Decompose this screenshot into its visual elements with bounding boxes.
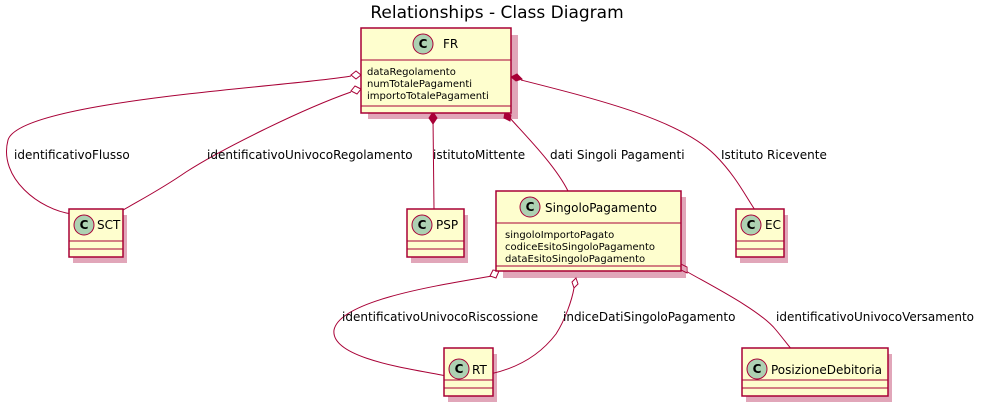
class-stereotype-letter: C: [455, 362, 464, 376]
class-stereotype-letter: C: [418, 218, 427, 232]
attribute-data-regolamento: dataRegolamento: [367, 67, 456, 78]
composition-diamond-icon: [503, 111, 512, 122]
class-circle-icon: [411, 214, 433, 236]
class-name-fr: FR: [443, 37, 458, 51]
edge-label-istituto-ricevente: Istituto Ricevente: [721, 148, 827, 162]
class-stereotype-letter: C: [419, 37, 428, 51]
edge-singolo-rt-indice: [489, 287, 575, 375]
edge-fr-ec: [520, 79, 756, 211]
edge-fr-singolo: [508, 116, 569, 192]
edge-label-identificativo-univoco-versamento: identificativoUnivocoVersamento: [776, 310, 974, 324]
class-rt: C RT: [443, 347, 497, 402]
class-stereotype-letter: C: [747, 218, 756, 232]
class-circle-icon: [73, 214, 95, 236]
attribute-data-esito-singolo-pagamento: dataEsitoSingoloPagamento: [505, 254, 645, 265]
edge-label-istituto-mittente: istitutoMittente: [433, 148, 525, 162]
attribute-importo-totale-pagamenti: importoTotalePagamenti: [367, 91, 489, 102]
class-name-psp: PSP: [436, 218, 458, 232]
class-singolo-pagamento: C SingoloPagamento singoloImportoPagato …: [495, 190, 686, 278]
attribute-codice-esito-singolo-pagamento: codiceEsitoSingoloPagamento: [505, 242, 655, 253]
class-psp: C PSP: [406, 208, 468, 263]
attribute-num-totale-pagamenti: numTotalePagamenti: [367, 79, 472, 90]
edge-label-identificativo-flusso: identificativoFlusso: [14, 148, 130, 162]
class-name-posizione-debitoria: PosizioneDebitoria: [771, 363, 882, 377]
class-circle-icon: [448, 358, 470, 380]
class-stereotype-letter: C: [753, 362, 762, 376]
class-name-sct: SCT: [97, 218, 121, 232]
aggregation-diamond-icon: [350, 85, 362, 95]
class-name-ec: EC: [765, 218, 781, 232]
class-circle-icon: [740, 214, 762, 236]
class-circle-icon: [519, 196, 541, 218]
edge-label-identificativo-univoco-regolamento: identificativoUnivocoRegolamento: [207, 148, 413, 162]
edge-fr-psp: [432, 117, 435, 210]
aggregation-diamond-icon: [350, 70, 362, 80]
edge-label-identificativo-univoco-riscossione: identificativoUnivocoRiscossione: [342, 310, 538, 324]
diagram-title: Relationships - Class Diagram: [370, 3, 623, 23]
attribute-singolo-importo-pagato: singoloImportoPagato: [505, 230, 614, 241]
edge-label-dati-singoli-pagamenti: dati Singoli Pagamenti: [550, 148, 685, 162]
class-circle-icon: [746, 358, 768, 380]
class-circle-icon: [412, 33, 434, 55]
class-name-singolo-pagamento: SingoloPagamento: [545, 201, 657, 215]
edge-singolo-posizione: [683, 269, 795, 353]
edge-fr-sct-regolamento: [117, 91, 352, 214]
class-stereotype-letter: C: [80, 218, 89, 232]
edge-singolo-rt-riscossione: [333, 275, 493, 377]
aggregation-diamond-icon: [489, 269, 500, 279]
class-fr: C FR dataRegolamento numTotalePagamenti …: [360, 27, 518, 119]
composition-diamond-icon: [510, 73, 523, 82]
class-ec: C EC: [735, 208, 788, 263]
class-name-rt: RT: [472, 363, 487, 377]
class-stereotype-letter: C: [526, 200, 535, 214]
edge-label-indice-dati-singolo-pagamento: indiceDatiSingoloPagamento: [563, 310, 735, 324]
edge-fr-sct-flusso: [6, 75, 352, 215]
class-sct: C SCT: [68, 208, 127, 263]
composition-diamond-icon: [428, 111, 438, 125]
aggregation-diamond-icon: [571, 277, 579, 289]
class-posizione-debitoria: C PosizioneDebitoria: [741, 347, 892, 402]
